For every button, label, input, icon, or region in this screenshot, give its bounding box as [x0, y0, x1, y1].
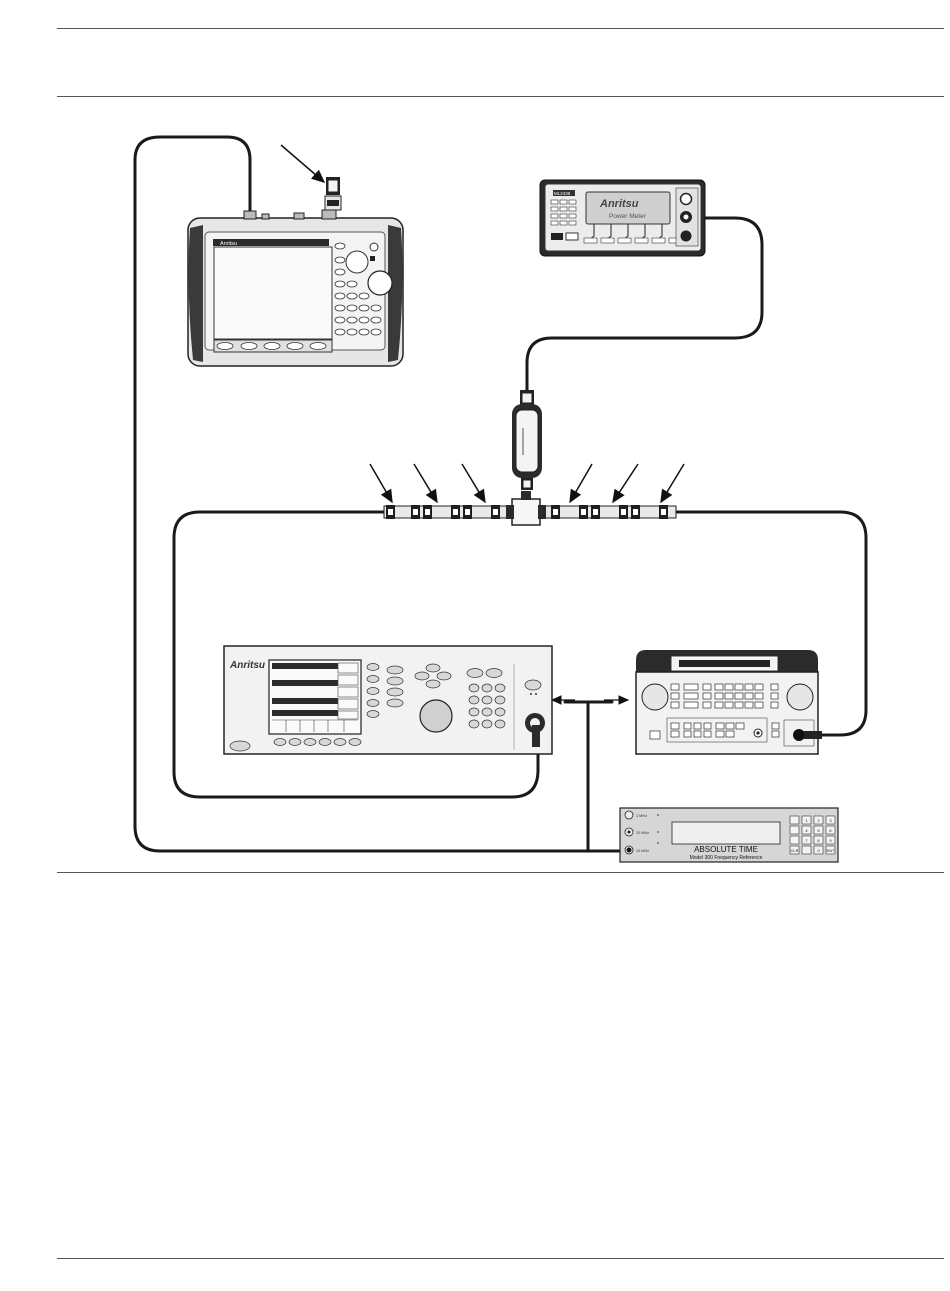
power-sensor [512, 390, 542, 490]
signal-generator-brand: Anritsu [229, 660, 265, 671]
adapter-pointer-arrow [281, 145, 324, 182]
power-meter-brand: Anritsu [599, 198, 639, 210]
frequency-reference-display [672, 822, 780, 844]
power-meter: ML2438 Anritsu Power Meter [540, 180, 705, 256]
handheld-dpad [346, 251, 368, 273]
svg-text:ML2438: ML2438 [554, 191, 571, 196]
ref-port-label-1: 1 MHz [636, 814, 647, 818]
ref-port-label-3: 10 MHz [636, 849, 649, 853]
frequency-reference: 1 MHz 10 MHz 10 MHz ABSOLUTE TIME Model … [620, 808, 838, 862]
key-clr: CLR [790, 848, 798, 853]
power-meter-display-text: Power Meter [609, 213, 647, 220]
test-set-rf-input [793, 729, 805, 741]
signal-generator-knob [420, 700, 452, 732]
test-set [636, 650, 822, 754]
handheld-analyzer: Anritsu [188, 177, 403, 366]
power-tee [512, 499, 540, 525]
handheld-brand: Anritsu [220, 241, 237, 247]
frequency-reference-brand: ABSOLUTE TIME [694, 845, 758, 854]
frequency-reference-model: Model 300 Frequency Reference [690, 855, 763, 861]
ref-port-label-2: 10 MHz [636, 831, 649, 835]
signal-generator: Anritsu [224, 646, 552, 754]
key-ent: ENT [827, 848, 836, 853]
adapter-chain [384, 491, 676, 525]
handheld-rotary-knob [368, 271, 392, 295]
handheld-rf-adapter [325, 177, 341, 210]
ref-cable-branch [565, 702, 612, 851]
